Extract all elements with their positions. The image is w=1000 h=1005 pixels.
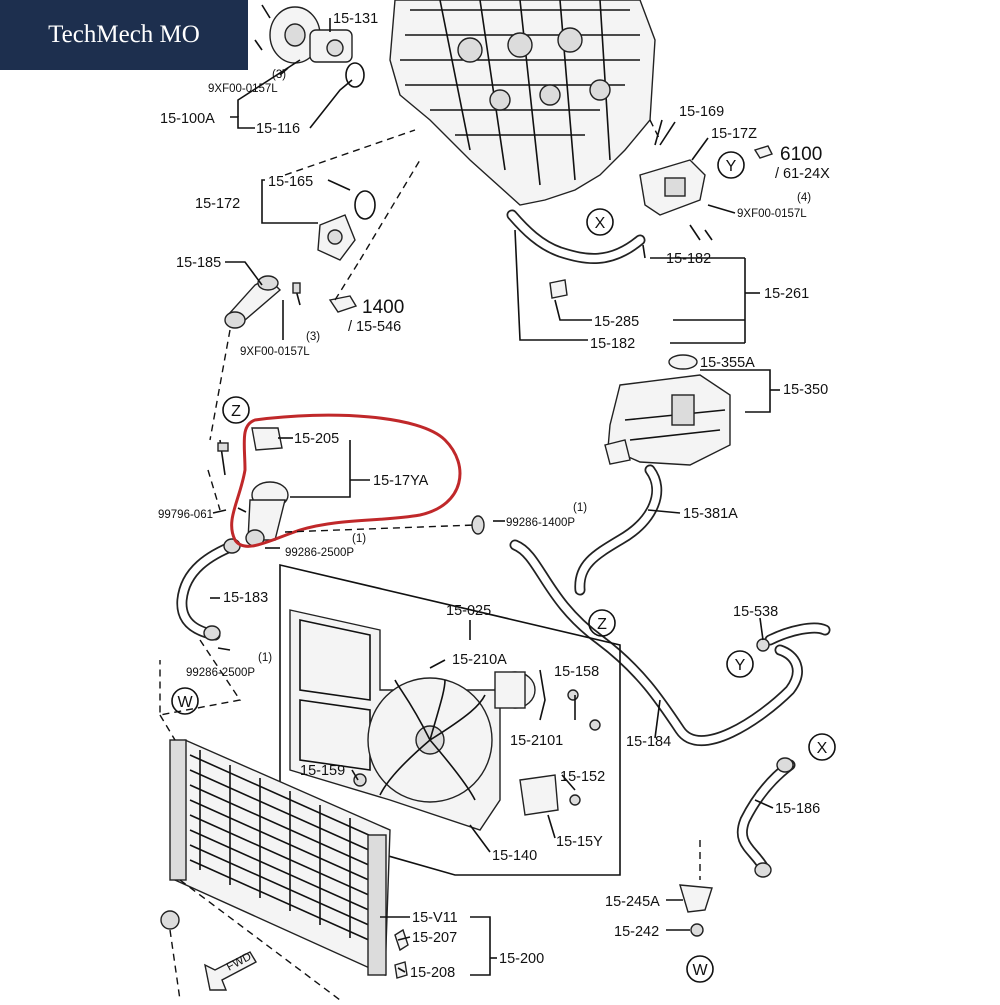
- label-15-242: 15-242: [614, 924, 659, 940]
- label-15-381a: 15-381A: [683, 506, 738, 522]
- water-outlet: [217, 427, 289, 547]
- label-15-285: 15-285: [594, 314, 639, 330]
- label-15-140: 15-140: [492, 848, 537, 864]
- marker-y-upper: Y: [726, 158, 737, 175]
- label-99796: 99796-061: [158, 509, 213, 521]
- label-15-152: 15-152: [560, 769, 605, 785]
- label-9xf00-mid: 9XF00-0157L: [240, 346, 310, 358]
- label-15-200: 15-200: [499, 951, 544, 967]
- label-qty-1-a: (1): [573, 502, 587, 514]
- label-qty-4: (4): [797, 192, 811, 204]
- label-6100: 6100: [780, 144, 822, 165]
- marker-y-lower: Y: [735, 657, 746, 674]
- label-15-210a: 15-210A: [452, 652, 507, 668]
- label-15-184: 15-184: [626, 734, 671, 750]
- marker-x-lower: X: [817, 740, 828, 757]
- label-61-24x: / 61-24X: [775, 166, 830, 182]
- marker-x-upper: X: [595, 215, 606, 232]
- label-15-538: 15-538: [733, 604, 778, 620]
- marker-circles: [171, 151, 836, 983]
- label-15-158: 15-158: [554, 664, 599, 680]
- engine-block: [389, 0, 656, 206]
- label-9xf00-right: 9XF00-0157L: [737, 208, 807, 220]
- label-15-185: 15-185: [176, 255, 221, 271]
- upper-hose: [506, 209, 646, 299]
- label-15-208: 15-208: [410, 965, 455, 981]
- label-15-350: 15-350: [783, 382, 828, 398]
- marker-w-left: W: [177, 694, 193, 711]
- label-15-025: 15-025: [446, 603, 491, 619]
- leader-lines: [210, 18, 780, 976]
- label-qty-3-mid: (3): [306, 331, 320, 343]
- marker-z-lower: Z: [597, 616, 607, 633]
- label-99286-2500p-a: 99286-2500P: [285, 547, 354, 559]
- highlight-circle: [230, 413, 462, 548]
- fan-assembly: [279, 563, 621, 876]
- radiator-hose: [736, 757, 796, 878]
- label-qty-1-b: (1): [352, 533, 366, 545]
- label-99286-2500p-b: 99286-2500P: [186, 667, 255, 679]
- label-15-2101: 15-2101: [510, 733, 563, 749]
- label-qty-3-top: (3): [272, 69, 286, 81]
- forward-arrow: FWD: [204, 951, 257, 991]
- bypass-hose: [471, 515, 831, 747]
- radiator: [160, 739, 391, 977]
- label-9xf00-top: 9XF00-0157L: [208, 83, 278, 95]
- label-15-131: 15-131: [333, 11, 378, 27]
- label-15-183: 15-183: [223, 590, 268, 606]
- reference-lines: [159, 119, 701, 1001]
- label-15-159: 15-159: [300, 763, 345, 779]
- label-15-355a: 15-355A: [700, 355, 755, 371]
- label-15-17ya: 15-17YA: [373, 473, 429, 489]
- watermark-badge: TechMech MO: [0, 0, 248, 70]
- water-pump: [254, 4, 365, 88]
- label-qty-1-c: (1): [258, 652, 272, 664]
- label-15-17z: 15-17Z: [711, 126, 757, 142]
- label-15-172: 15-172: [195, 196, 240, 212]
- marker-w-bottom: W: [692, 962, 708, 979]
- label-15-15y: 15-15Y: [556, 834, 603, 850]
- expansion-tank: [604, 354, 731, 466]
- label-15-207: 15-207: [412, 930, 457, 946]
- label-99286-1400p: 99286-1400P: [506, 517, 575, 529]
- label-15-186: 15-186: [775, 801, 820, 817]
- thermostat-housing: [224, 190, 376, 329]
- label-15-182-lower: 15-182: [590, 336, 635, 352]
- watermark-text: TechMech MO: [48, 21, 200, 48]
- label-15-546: / 15-546: [348, 319, 401, 335]
- coolant-bracket: [639, 119, 773, 241]
- label-15-245a: 15-245A: [605, 894, 660, 910]
- label-15-182-upper: 15-182: [666, 251, 711, 267]
- label-1400: 1400: [362, 297, 404, 318]
- tank-hose: [574, 464, 663, 596]
- marker-z-left: Z: [231, 403, 241, 420]
- label-15-165: 15-165: [268, 174, 313, 190]
- label-15-100a: 15-100A: [160, 111, 215, 127]
- label-15-261: 15-261: [764, 286, 809, 302]
- label-15-205: 15-205: [294, 431, 339, 447]
- label-15-169: 15-169: [679, 104, 724, 120]
- callout-labels: 15-131 (3) 9XF00-0157L 15-100A 15-116 15…: [158, 11, 830, 981]
- lower-hose: [176, 538, 241, 641]
- label-15-116: 15-116: [256, 121, 300, 137]
- label-15-v11: 15-V11: [412, 910, 458, 926]
